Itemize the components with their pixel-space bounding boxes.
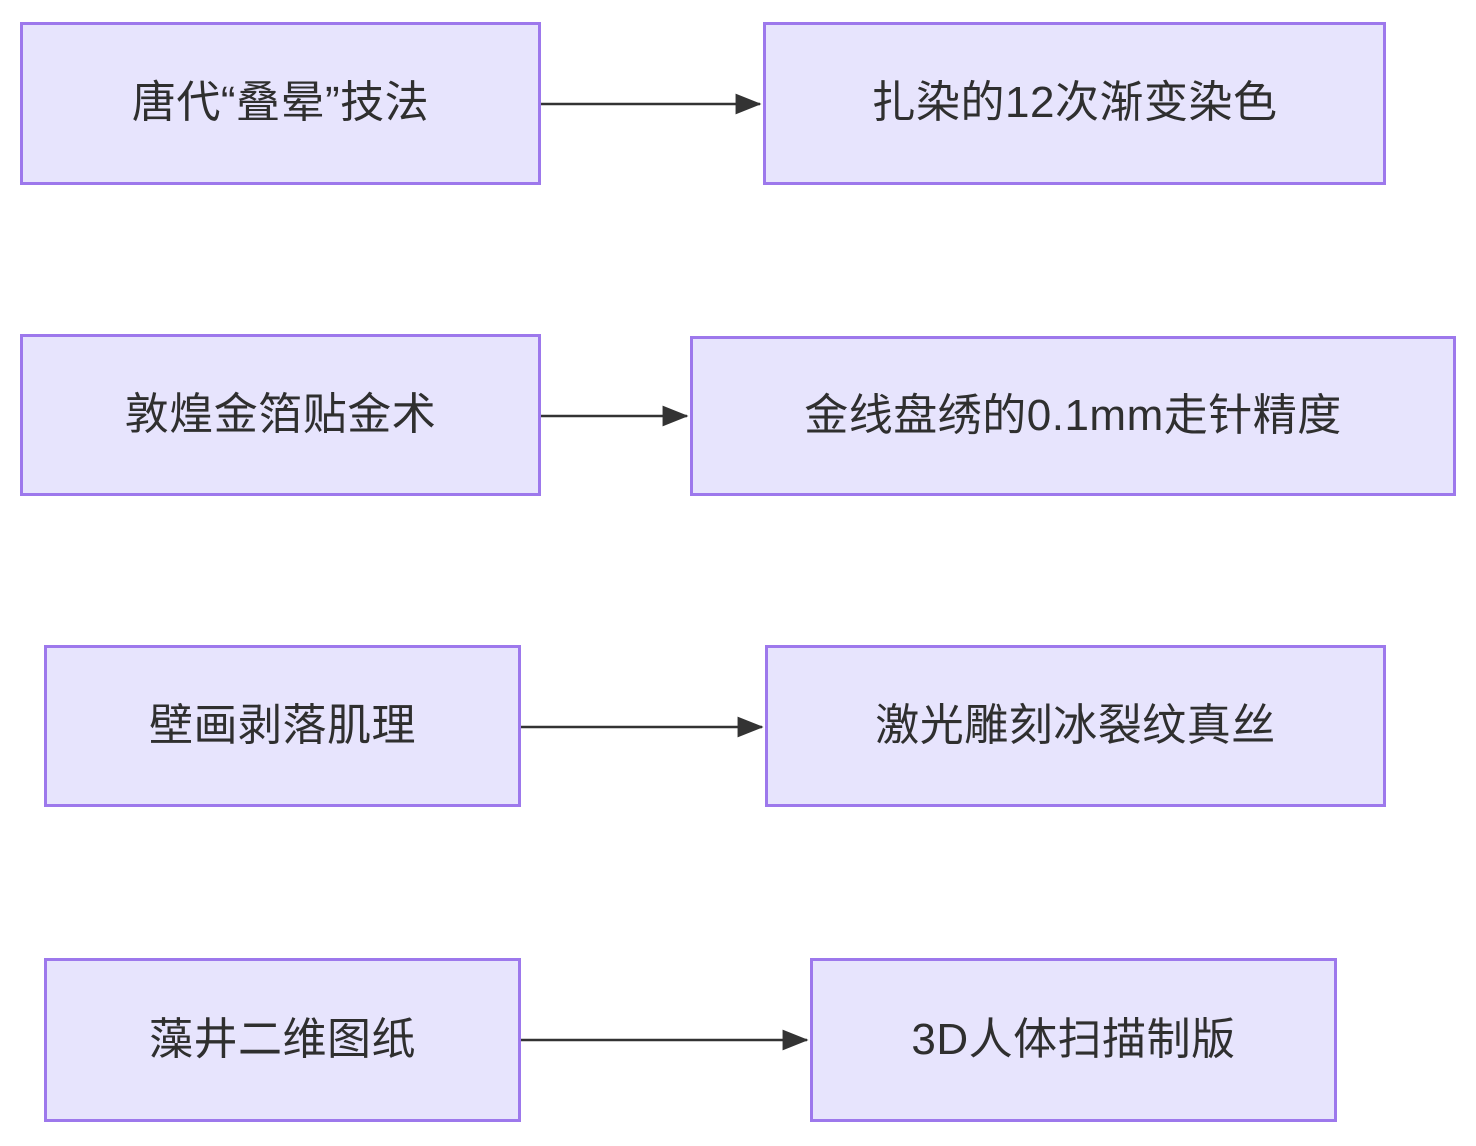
node-2-target[interactable]: 金线盘绣的0.1mm走针精度 [690,336,1456,496]
node-2-source-label: 敦煌金箔贴金术 [124,389,437,439]
node-4-target-label: 3D人体扫描制版 [911,1014,1236,1064]
node-2-target-label: 金线盘绣的0.1mm走针精度 [804,390,1342,440]
node-3-target[interactable]: 激光雕刻冰裂纹真丝 [765,645,1386,807]
node-3-source-label: 壁画剥落肌理 [149,700,416,750]
node-3-source[interactable]: 壁画剥落肌理 [44,645,521,807]
node-3-target-label: 激光雕刻冰裂纹真丝 [875,700,1276,750]
node-1-target-label: 扎染的12次渐变染色 [871,78,1278,128]
node-4-source[interactable]: 藻井二维图纸 [44,958,521,1122]
node-1-target[interactable]: 扎染的12次渐变染色 [763,22,1386,185]
node-4-source-label: 藻井二维图纸 [149,1014,416,1064]
node-1-source[interactable]: 唐代“叠晕”技法 [20,22,541,185]
node-1-source-label: 唐代“叠晕”技法 [131,78,430,128]
node-4-target[interactable]: 3D人体扫描制版 [810,958,1337,1122]
node-2-source[interactable]: 敦煌金箔贴金术 [20,334,541,496]
